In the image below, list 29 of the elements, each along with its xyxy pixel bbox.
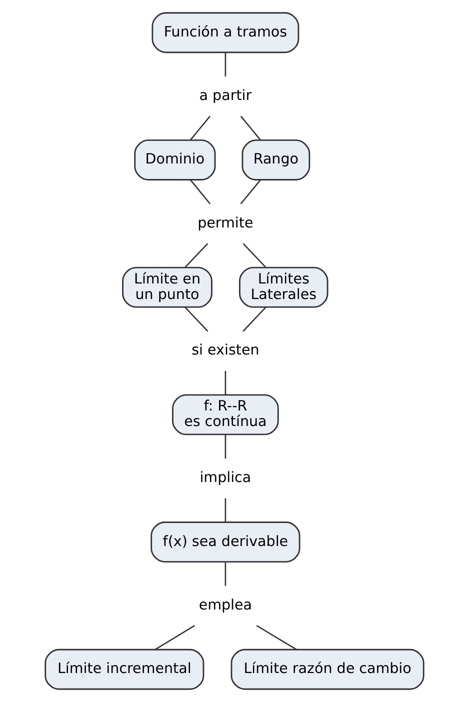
connector [154,625,194,650]
connector [224,434,226,459]
node-text: implica [199,470,251,486]
connector [184,243,208,268]
node-text: a partir [198,88,252,104]
connector [224,498,226,522]
connector [224,562,226,586]
connector [189,116,210,141]
node-text: emplea [198,597,252,614]
connector [242,306,266,332]
node-box: Límite incremental [44,648,204,690]
connector [240,179,261,204]
node-box: f(x) sea derivable [150,522,300,562]
node-text: si existen [191,342,259,359]
connector [224,52,226,77]
node-box: Límite en un punto [122,266,212,308]
node-box: f: R--R es contínua [172,394,278,436]
connector [242,243,266,268]
node-box: Límite razón de cambio [230,648,424,690]
node-text: permite [197,215,253,232]
connector [184,306,208,332]
connector [240,116,261,141]
node-box: Límites Laterales [238,266,328,308]
node-box: Función a tramos [151,12,299,54]
node-box: Rango [241,140,310,180]
node-box: Dominio [134,140,216,180]
connector [256,625,296,650]
connector [189,179,210,204]
connector [224,370,226,395]
